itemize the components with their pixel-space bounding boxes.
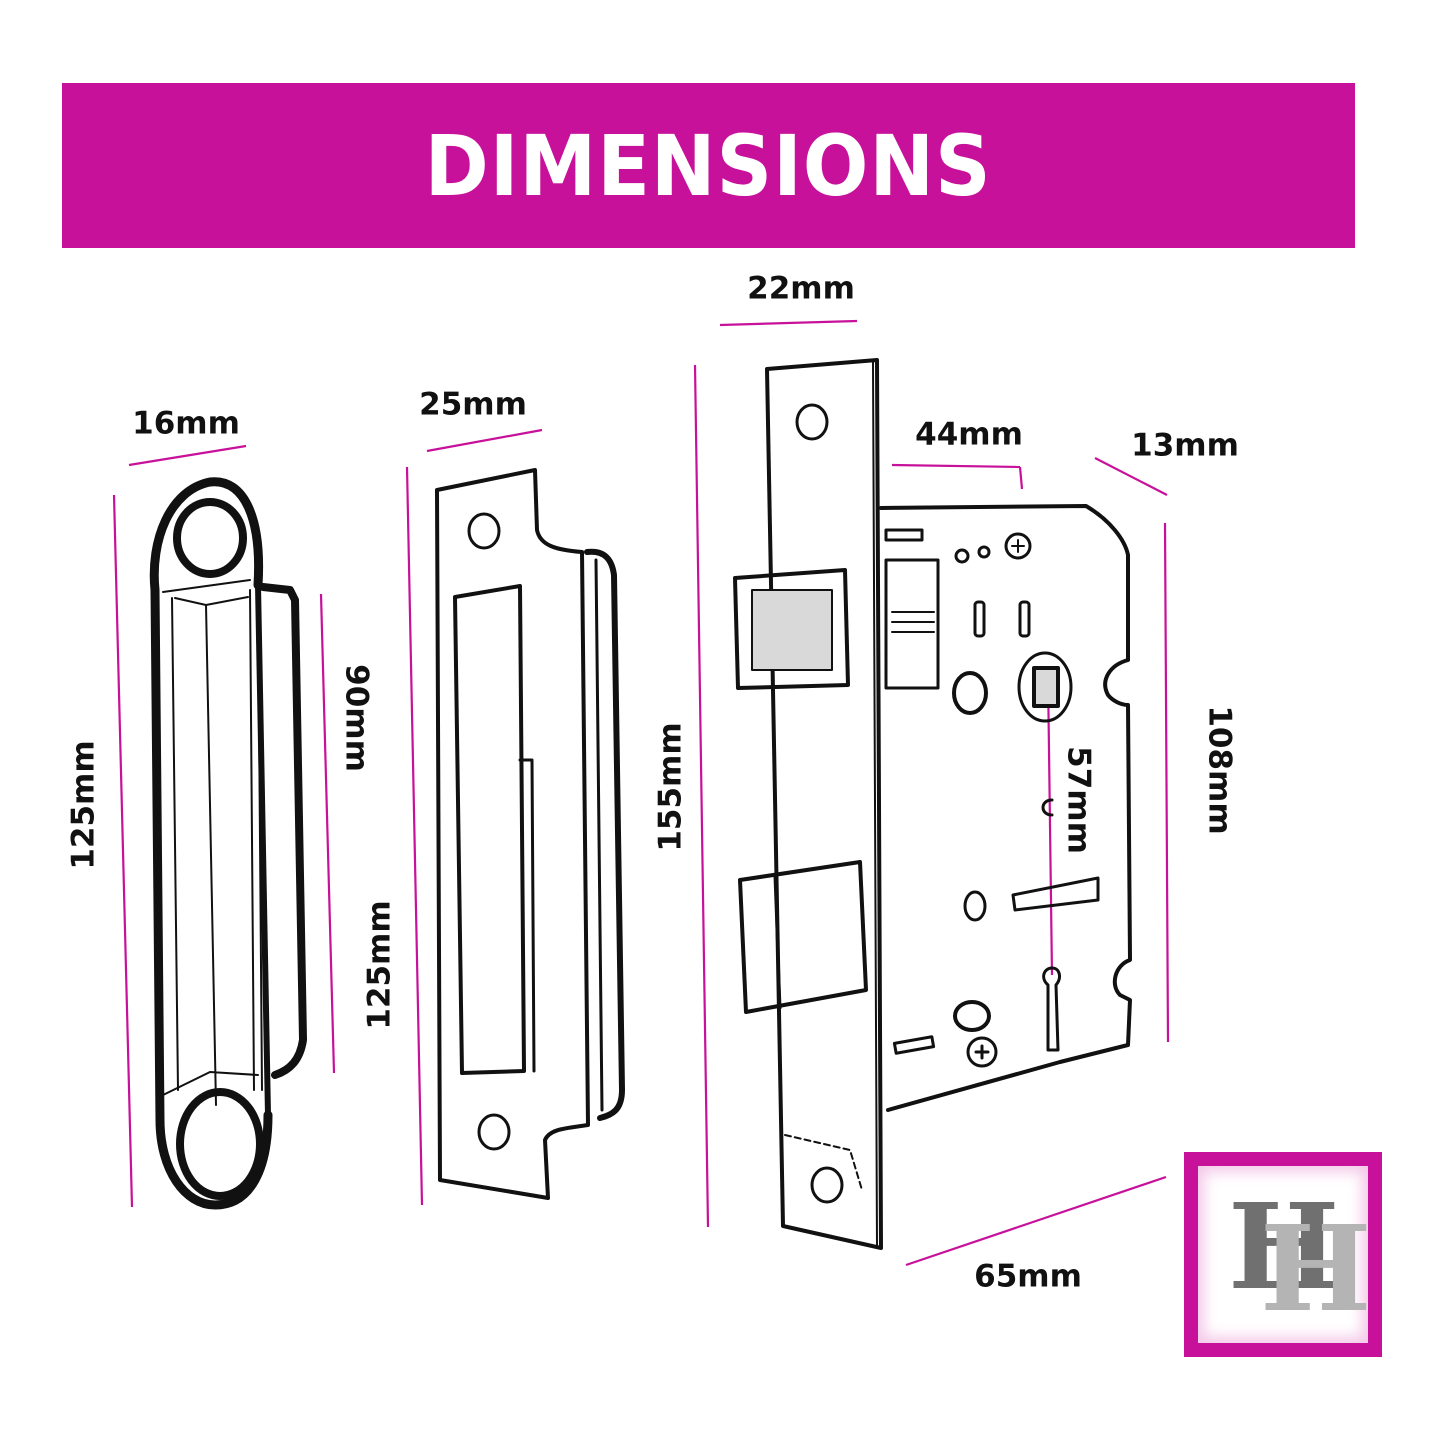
- dim-line-13mm: [1094, 457, 1168, 496]
- strike-box-drawing: [149, 477, 307, 1210]
- label-backset: 44mm: [915, 416, 1023, 453]
- dim-line-22mm: [719, 319, 858, 327]
- label-centres: 57mm: [1060, 746, 1097, 854]
- page-title: DIMENSIONS: [425, 116, 992, 215]
- logo-inner: H H: [1198, 1166, 1368, 1343]
- dim-line-65mm: [905, 1175, 1167, 1267]
- label-forend-width: 22mm: [747, 270, 855, 307]
- strike-plate-drawing: [435, 468, 625, 1200]
- label-case-thickness: 13mm: [1131, 427, 1239, 464]
- dim-line-90mm: [319, 593, 336, 1074]
- dim-line-57mm: [1046, 674, 1054, 976]
- dim-line-125mm-plate: [405, 466, 424, 1206]
- label-strike-box-height: 125mm: [65, 740, 102, 870]
- header-banner: DIMENSIONS: [62, 83, 1355, 248]
- dim-line-155mm: [693, 364, 710, 1228]
- label-forend-height: 155mm: [652, 722, 689, 852]
- dim-line-25mm: [426, 428, 543, 453]
- lock-body-drawing: [733, 358, 1132, 1250]
- dim-line-16mm: [128, 444, 247, 467]
- dim-line-44mm-tick: [1018, 466, 1024, 490]
- label-case-height: 108mm: [1201, 705, 1238, 835]
- label-strike-box-width: 16mm: [132, 405, 240, 442]
- logo-letter-dark: H: [1228, 1177, 1340, 1316]
- brand-logo: H H: [1184, 1152, 1382, 1357]
- label-strike-box-inner: 90mm: [338, 664, 375, 772]
- dim-line-125mm-box: [112, 494, 134, 1208]
- dim-line-44mm: [891, 463, 1021, 469]
- label-case-depth: 65mm: [974, 1258, 1082, 1295]
- dim-line-108mm: [1163, 522, 1170, 1043]
- label-strike-plate-width: 25mm: [419, 386, 527, 423]
- label-strike-plate-height: 125mm: [361, 900, 398, 1030]
- logo-letter-light: H: [1260, 1199, 1368, 1338]
- dimension-lines: [112, 319, 1170, 1267]
